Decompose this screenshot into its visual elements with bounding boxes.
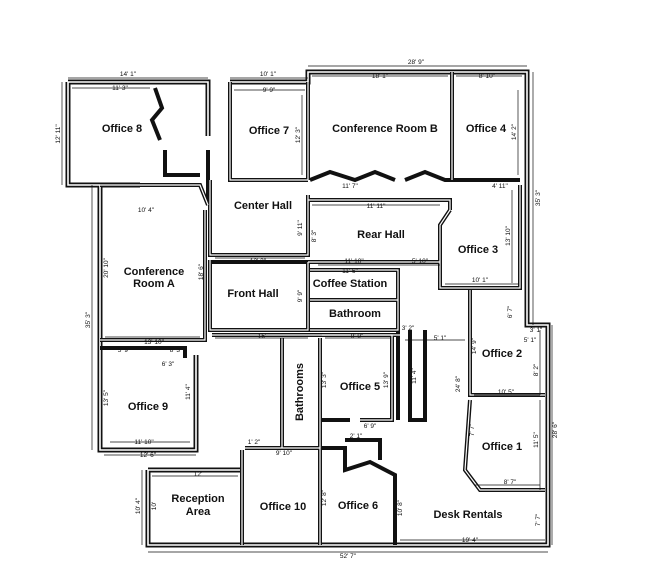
dim-office9-outer: 12' 6"	[140, 452, 157, 459]
dim-conf-a-bottom: 13' 10"	[144, 339, 165, 346]
dim-office1-inner: 7' 7"	[469, 423, 476, 436]
dim-office2-bottom: 10' 5"	[498, 389, 515, 396]
dim-reception-side: 10' 4"	[135, 497, 142, 514]
room-label-front-hall: Front Hall	[227, 288, 278, 300]
dim-office9-top-a: 5' 9"	[118, 347, 131, 354]
dim-office10-top-a: 1' 2"	[248, 439, 261, 446]
dim-office3-top: 4' 11"	[492, 183, 508, 190]
dim-hall-5-10: 5' 10"	[412, 258, 429, 265]
dim-conf-a-top: 10' 4"	[138, 207, 155, 214]
dim-office6-top: 2' 1"	[350, 433, 363, 440]
dim-reception-inner: 10'	[151, 502, 158, 510]
room-label-coffee-station: Coffee Station	[313, 278, 388, 290]
room-label-office-1: Office 1	[482, 441, 522, 453]
dim-coffee-inner: 11' 6"	[342, 268, 358, 275]
room-label-office-8: Office 8	[102, 123, 142, 135]
dim-conf-b-top: 18' 1"	[372, 73, 389, 80]
dim-office6-side: 12' 8"	[321, 489, 328, 506]
dim-corridor-3-2: 3' 2"	[402, 325, 415, 332]
room-label-desk-rentals: Desk Rentals	[433, 509, 502, 521]
dim-office3-side: 13' 10"	[505, 225, 512, 246]
interior-walls-inner	[100, 72, 545, 545]
dim-office9-bottom: 11' 10"	[134, 439, 154, 446]
dim-overall-top: 28' 9"	[408, 59, 425, 66]
dim-office8-inner: 11' 3"	[112, 85, 128, 92]
room-label-office-9: Office 9	[128, 401, 168, 413]
dim-overall-right: 28' 6"	[552, 421, 559, 438]
dim-office5-top: 9' 9"	[351, 333, 364, 340]
dim-office9-right: 11' 4"	[185, 383, 192, 399]
room-label-office-3: Office 3	[458, 244, 498, 256]
dim-office5-side: 13' 3"	[321, 371, 328, 388]
room-label-reception-2: Area	[186, 506, 211, 518]
room-label-conference-a-1: Conference	[124, 266, 185, 278]
dimension-labels: 28' 9" 14' 1" 11' 3" 10' 1" 9' 9" 18' 1"…	[55, 59, 559, 560]
dim-office2-outer: 24' 8"	[455, 375, 462, 392]
dim-office10-top: 9' 10"	[276, 450, 293, 457]
dim-overall-left: 35' 3"	[85, 311, 92, 328]
dim-office7-inner: 9' 9"	[263, 87, 276, 94]
room-label-office-6: Office 6	[338, 500, 378, 512]
dim-reception-top: 12'	[194, 471, 202, 478]
room-label-office-2: Office 2	[482, 348, 522, 360]
room-label-office-4: Office 4	[466, 123, 507, 135]
dim-office5-bottom: 6' 9"	[364, 423, 377, 430]
room-label-office-7: Office 7	[249, 125, 289, 137]
dim-right-5-1: 5' 1"	[524, 337, 537, 344]
dim-overall-bottom: 52' 7"	[340, 553, 357, 560]
dim-conf-b-bottom: 11' 7"	[342, 183, 358, 190]
room-label-rear-hall: Rear Hall	[357, 229, 405, 241]
dim-front-hall-side: 18' 6"	[198, 263, 205, 280]
room-label-bathroom: Bathroom	[329, 308, 381, 320]
dim-office4-side: 14' 2"	[511, 123, 518, 140]
dim-office7-side: 12' 3"	[295, 126, 302, 143]
room-labels: Office 8 Office 7 Conference Room B Offi…	[102, 123, 522, 521]
dim-office2-top: 5' 1"	[434, 335, 447, 342]
room-label-conference-a-2: Room A	[133, 278, 175, 290]
dim-front-hall-side2: 9' 9"	[297, 289, 304, 302]
room-label-office-5: Office 5	[340, 381, 380, 393]
room-label-center-hall: Center Hall	[234, 200, 292, 212]
dim-office1-bottom: 8' 7"	[504, 479, 517, 486]
dim-office6-right: 10' 8"	[397, 499, 404, 516]
dim-office3-bottom: 10' 1"	[472, 277, 489, 284]
dim-right-upper: 35' 3"	[535, 189, 542, 206]
dim-corridor-15: 15'	[258, 333, 266, 340]
dim-coffee-top: 11' 10"	[344, 258, 364, 265]
dim-office7-top: 10' 1"	[260, 71, 277, 78]
dim-front-hall-top: 13' 3"	[250, 258, 267, 265]
dim-corridor-11-4: 11' 4"	[411, 367, 418, 383]
dim-office9-top-b: 8' 3"	[170, 347, 183, 354]
dim-right-6-7: 6' 7"	[507, 305, 514, 318]
dim-office9-side: 13' 5"	[103, 389, 110, 406]
dim-office9-inner: 6' 3"	[162, 361, 175, 368]
dim-center-hall-side: 9' 11"	[297, 219, 304, 235]
dim-office2-side: 14' 9"	[471, 337, 478, 354]
room-label-reception-1: Reception	[171, 493, 224, 505]
dim-desk-right: 7' 7"	[535, 513, 542, 526]
room-label-conference-b: Conference Room B	[332, 123, 438, 135]
dim-office2-right: 8' 2"	[533, 363, 540, 376]
dim-rear-hall-top: 11' 11"	[367, 203, 387, 210]
dim-office1-side: 11' 5"	[533, 431, 540, 447]
interior-walls	[100, 72, 545, 545]
dim-office4-top: 8' 10"	[479, 73, 496, 80]
room-label-office-10: Office 10	[260, 501, 306, 513]
dimension-lines	[61, 65, 553, 553]
dim-rear-hall-side: 8' 3"	[311, 229, 318, 242]
room-label-bathrooms: Bathrooms	[294, 363, 306, 421]
dim-office8-side: 12' 11"	[55, 124, 62, 144]
dim-office8-top: 14' 1"	[120, 71, 137, 78]
dim-right-3-1: 3' 1"	[530, 327, 543, 334]
dim-office5-inner: 13' 9"	[383, 371, 390, 388]
dim-desk-bottom: 19' 4"	[462, 537, 479, 544]
dim-conf-a-side: 20' 10"	[103, 257, 110, 278]
